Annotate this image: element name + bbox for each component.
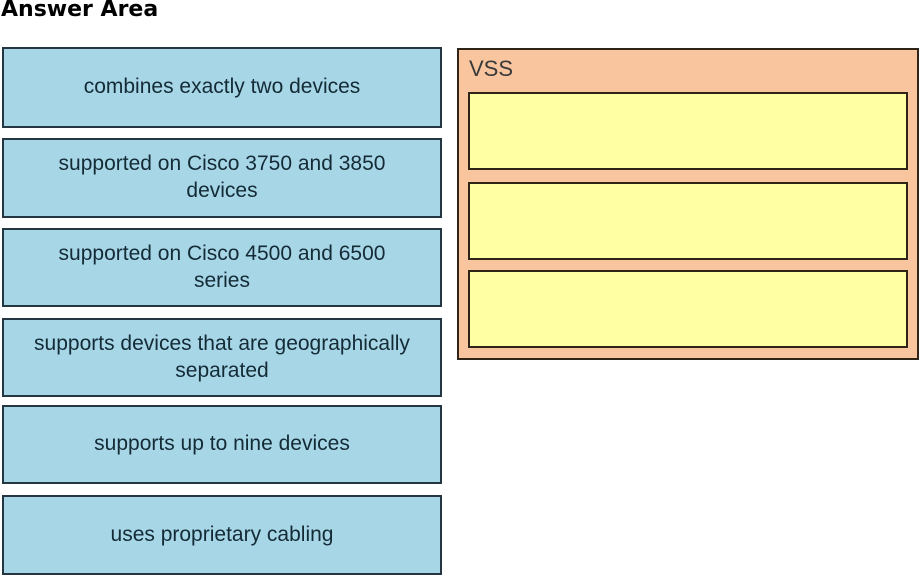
drag-option-geographically-separated[interactable]: supports devices that are geographically… (2, 318, 442, 397)
drag-option-cisco-3750-3850[interactable]: supported on Cisco 3750 and 3850 devices (2, 138, 442, 218)
page-title: Answer Area (1, 0, 159, 22)
drag-option-cisco-4500-6500[interactable]: supported on Cisco 4500 and 6500 series (2, 228, 442, 307)
drop-group-vss: VSS (457, 48, 919, 360)
drop-slot-3[interactable] (468, 270, 908, 348)
drag-option-combines-two-devices[interactable]: combines exactly two devices (2, 47, 442, 128)
drop-slot-2[interactable] (468, 182, 908, 260)
drop-slot-1[interactable] (468, 92, 908, 170)
drop-group-label: VSS (469, 56, 514, 81)
drag-option-nine-devices[interactable]: supports up to nine devices (2, 405, 442, 484)
drag-option-proprietary-cabling[interactable]: uses proprietary cabling (2, 495, 442, 575)
